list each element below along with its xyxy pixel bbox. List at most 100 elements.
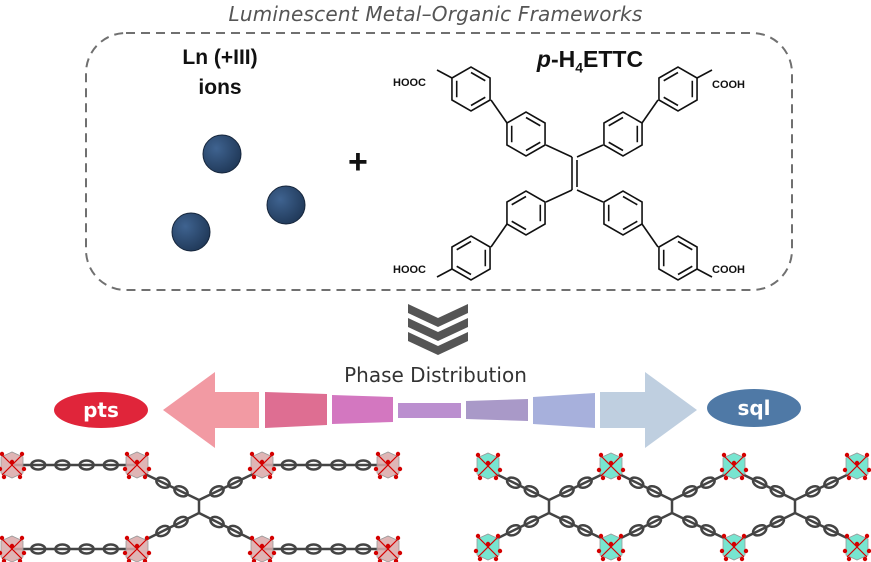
linker-ring (102, 459, 120, 471)
double-bond (525, 141, 541, 152)
metal-oxygen-bond (1, 538, 23, 560)
gradient-segment (265, 392, 327, 428)
double-bond (677, 240, 693, 251)
metal-oxygen-bond (126, 454, 148, 476)
arrow-head-right (600, 372, 697, 448)
linker-ring (559, 485, 575, 498)
metal-ion (202, 134, 242, 174)
gradient-segment (398, 403, 461, 418)
linker-ring (559, 515, 575, 528)
oxygen-atom (124, 451, 130, 457)
double-bond (511, 195, 527, 206)
oxygen-atom (395, 535, 401, 541)
linker-bond (495, 472, 550, 502)
linker-bond (618, 511, 673, 541)
oxygen-atom (598, 452, 604, 458)
double-bond (456, 265, 472, 276)
oxygen-atom (475, 533, 481, 539)
oxygen-atom (598, 533, 604, 539)
oxygen-atom (497, 467, 503, 473)
oxygen-atom (19, 451, 25, 457)
double-bond (608, 141, 624, 152)
oxygen-atom (122, 550, 128, 556)
linker-ring (280, 459, 298, 471)
linker-ring (682, 515, 698, 528)
oxygen-atom (0, 451, 5, 457)
linker-ring (823, 476, 839, 489)
oxygen-atom (473, 467, 479, 473)
oxygen-atom (741, 533, 747, 539)
linker-ring (682, 485, 698, 498)
bond (545, 144, 573, 158)
benzene-ring (658, 235, 698, 281)
oxygen-atom (739, 475, 745, 481)
oxygen-atom (21, 466, 27, 472)
linker-ring (78, 543, 95, 555)
linker-bond (671, 511, 727, 541)
metal-oxygen-bond (126, 538, 148, 560)
arrow-head-left (163, 372, 259, 448)
oxygen-atom (271, 466, 277, 472)
linker-ring (78, 459, 95, 471)
metal-oxygen-bond (1, 454, 23, 476)
oxygen-atom (17, 474, 23, 480)
oxygen-atom (723, 556, 729, 562)
oxygen-atom (144, 451, 150, 457)
oxygen-atom (146, 550, 152, 556)
linker-ring (505, 476, 522, 489)
linker-ring (700, 524, 716, 537)
double-bond (456, 240, 472, 251)
bond (490, 223, 508, 248)
linker-ring (305, 543, 322, 555)
linker-ring (646, 515, 663, 528)
bond (641, 223, 659, 248)
ligand-subscript: 4 (575, 59, 584, 76)
oxygen-atom (596, 467, 602, 473)
carboxyl-group-label: COOH (712, 79, 745, 91)
bond (641, 99, 659, 124)
oxygen-atom (477, 556, 483, 562)
oxygen-atom (842, 467, 848, 473)
oxygen-atom (142, 474, 148, 480)
oxygen-atom (495, 452, 501, 458)
oxygen-atom (493, 556, 499, 562)
bond (490, 99, 508, 124)
linker-bond (741, 511, 796, 541)
metal-oxygen-bond (377, 454, 399, 476)
bond (696, 69, 713, 79)
double-bond (663, 71, 679, 82)
linker-ring (751, 524, 768, 537)
carboxyl-group-label: HOOC (393, 264, 426, 276)
oxygen-atom (493, 475, 499, 481)
linker-ring (505, 524, 522, 537)
oxygen-atom (596, 548, 602, 554)
metal-oxygen-bond (251, 454, 273, 476)
linker-ring (54, 543, 71, 555)
oxygen-atom (866, 467, 871, 473)
gradient-segment (466, 399, 528, 421)
oxygen-atom (719, 548, 725, 554)
oxygen-atom (497, 548, 503, 554)
double-bond (677, 265, 693, 276)
oxygen-atom (373, 466, 379, 472)
gradient-segment (332, 395, 393, 424)
oxygen-atom (267, 558, 273, 562)
oxygen-atom (844, 452, 850, 458)
oxygen-atom (600, 475, 606, 481)
linker-bond (144, 472, 200, 502)
oxygen-atom (1, 474, 7, 480)
metal-oxygen-bond (846, 536, 868, 558)
linker-bond (794, 511, 850, 541)
linker-ring (29, 543, 47, 555)
oxygen-atom (721, 533, 727, 539)
linker-bond (671, 472, 727, 502)
linker-ring (523, 485, 540, 498)
metal-oxygen-bond (477, 536, 499, 558)
phase-badge-pts: pts (54, 392, 148, 428)
linker-ring (173, 485, 189, 498)
